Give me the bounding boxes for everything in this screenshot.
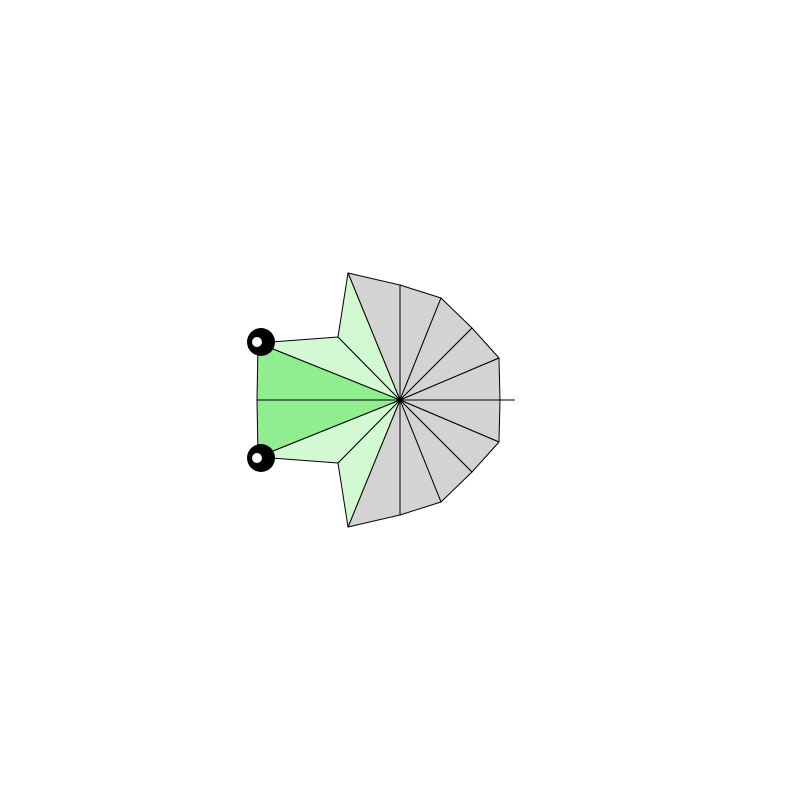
eye-bottom — [247, 444, 275, 472]
frog-head — [256, 342, 401, 458]
frog[interactable] — [247, 272, 515, 528]
eye-highlight — [252, 337, 262, 347]
head-segment — [256, 399, 401, 458]
arm-segment — [337, 272, 401, 401]
eye-highlight — [252, 453, 262, 463]
eye-top — [247, 328, 275, 356]
arm-bottom — [257, 399, 401, 528]
